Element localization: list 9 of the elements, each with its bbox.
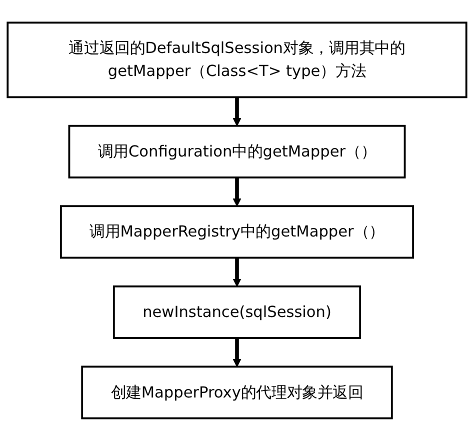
arrow (232, 338, 242, 368)
arrow (232, 178, 242, 207)
node-box: newInstance(sqlSession) (112, 285, 362, 339)
node-box: 调用Configuration中的getMapper（） (68, 124, 406, 178)
node-box: 调用MapperRegistry中的getMapper（） (60, 205, 414, 259)
arrow (232, 258, 242, 287)
node-box: 创建MapperProxy的代理对象并返回 (81, 366, 393, 420)
arrow (232, 97, 242, 126)
node-box: 通过返回的DefaultSqlSession对象，调用其中的getMapper（Class<T> type）方法 (6, 22, 468, 98)
